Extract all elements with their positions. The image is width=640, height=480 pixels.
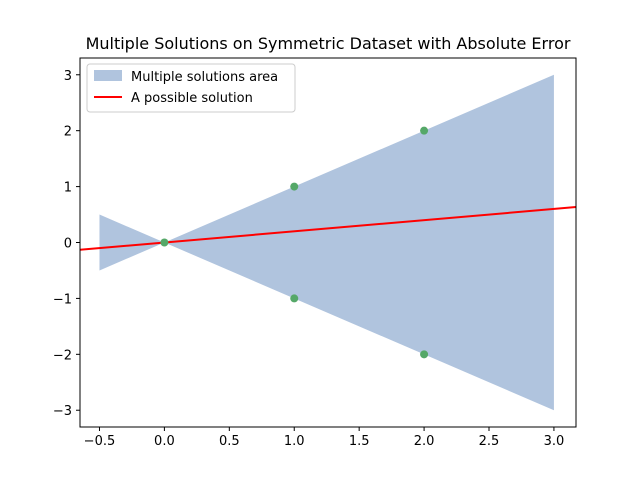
x-tick-label: 0.5 bbox=[219, 434, 240, 449]
chart-title: Multiple Solutions on Symmetric Dataset … bbox=[86, 34, 571, 53]
axis-ticks: −0.5 0.0 0.5 1.0 1.5 2.0 2.5 3.0 −3 −2 −1 0 1 2 3 bbox=[53, 69, 564, 449]
legend-box bbox=[86, 63, 296, 113]
x-tick-label: 0.0 bbox=[154, 434, 175, 449]
y-tick-label: 2 bbox=[64, 125, 72, 140]
x-tick-label: 3.0 bbox=[544, 434, 565, 449]
plot-area bbox=[80, 74, 576, 411]
legend-line-label: A possible solution bbox=[131, 91, 253, 106]
data-point bbox=[420, 350, 429, 359]
solutions-area bbox=[99, 74, 554, 411]
data-point bbox=[160, 238, 169, 247]
data-point bbox=[290, 294, 299, 303]
legend-area-swatch bbox=[94, 70, 122, 81]
x-tick-label: 2.5 bbox=[479, 434, 500, 449]
y-tick-label: −3 bbox=[53, 404, 72, 419]
y-tick-label: 3 bbox=[64, 69, 72, 84]
y-tick-label: −1 bbox=[53, 292, 72, 307]
data-point bbox=[290, 182, 299, 191]
x-tick-label: 1.0 bbox=[284, 434, 305, 449]
y-tick-label: −2 bbox=[53, 348, 72, 363]
legend-area-label: Multiple solutions area bbox=[131, 70, 278, 85]
x-tick-label: −0.5 bbox=[84, 434, 116, 449]
x-tick-label: 1.5 bbox=[349, 434, 370, 449]
legend: Multiple solutions area A possible solut… bbox=[86, 63, 296, 113]
x-tick-label: 2.0 bbox=[414, 434, 435, 449]
data-point bbox=[420, 126, 429, 135]
y-tick-label: 0 bbox=[64, 237, 72, 252]
y-tick-label: 1 bbox=[64, 181, 72, 196]
